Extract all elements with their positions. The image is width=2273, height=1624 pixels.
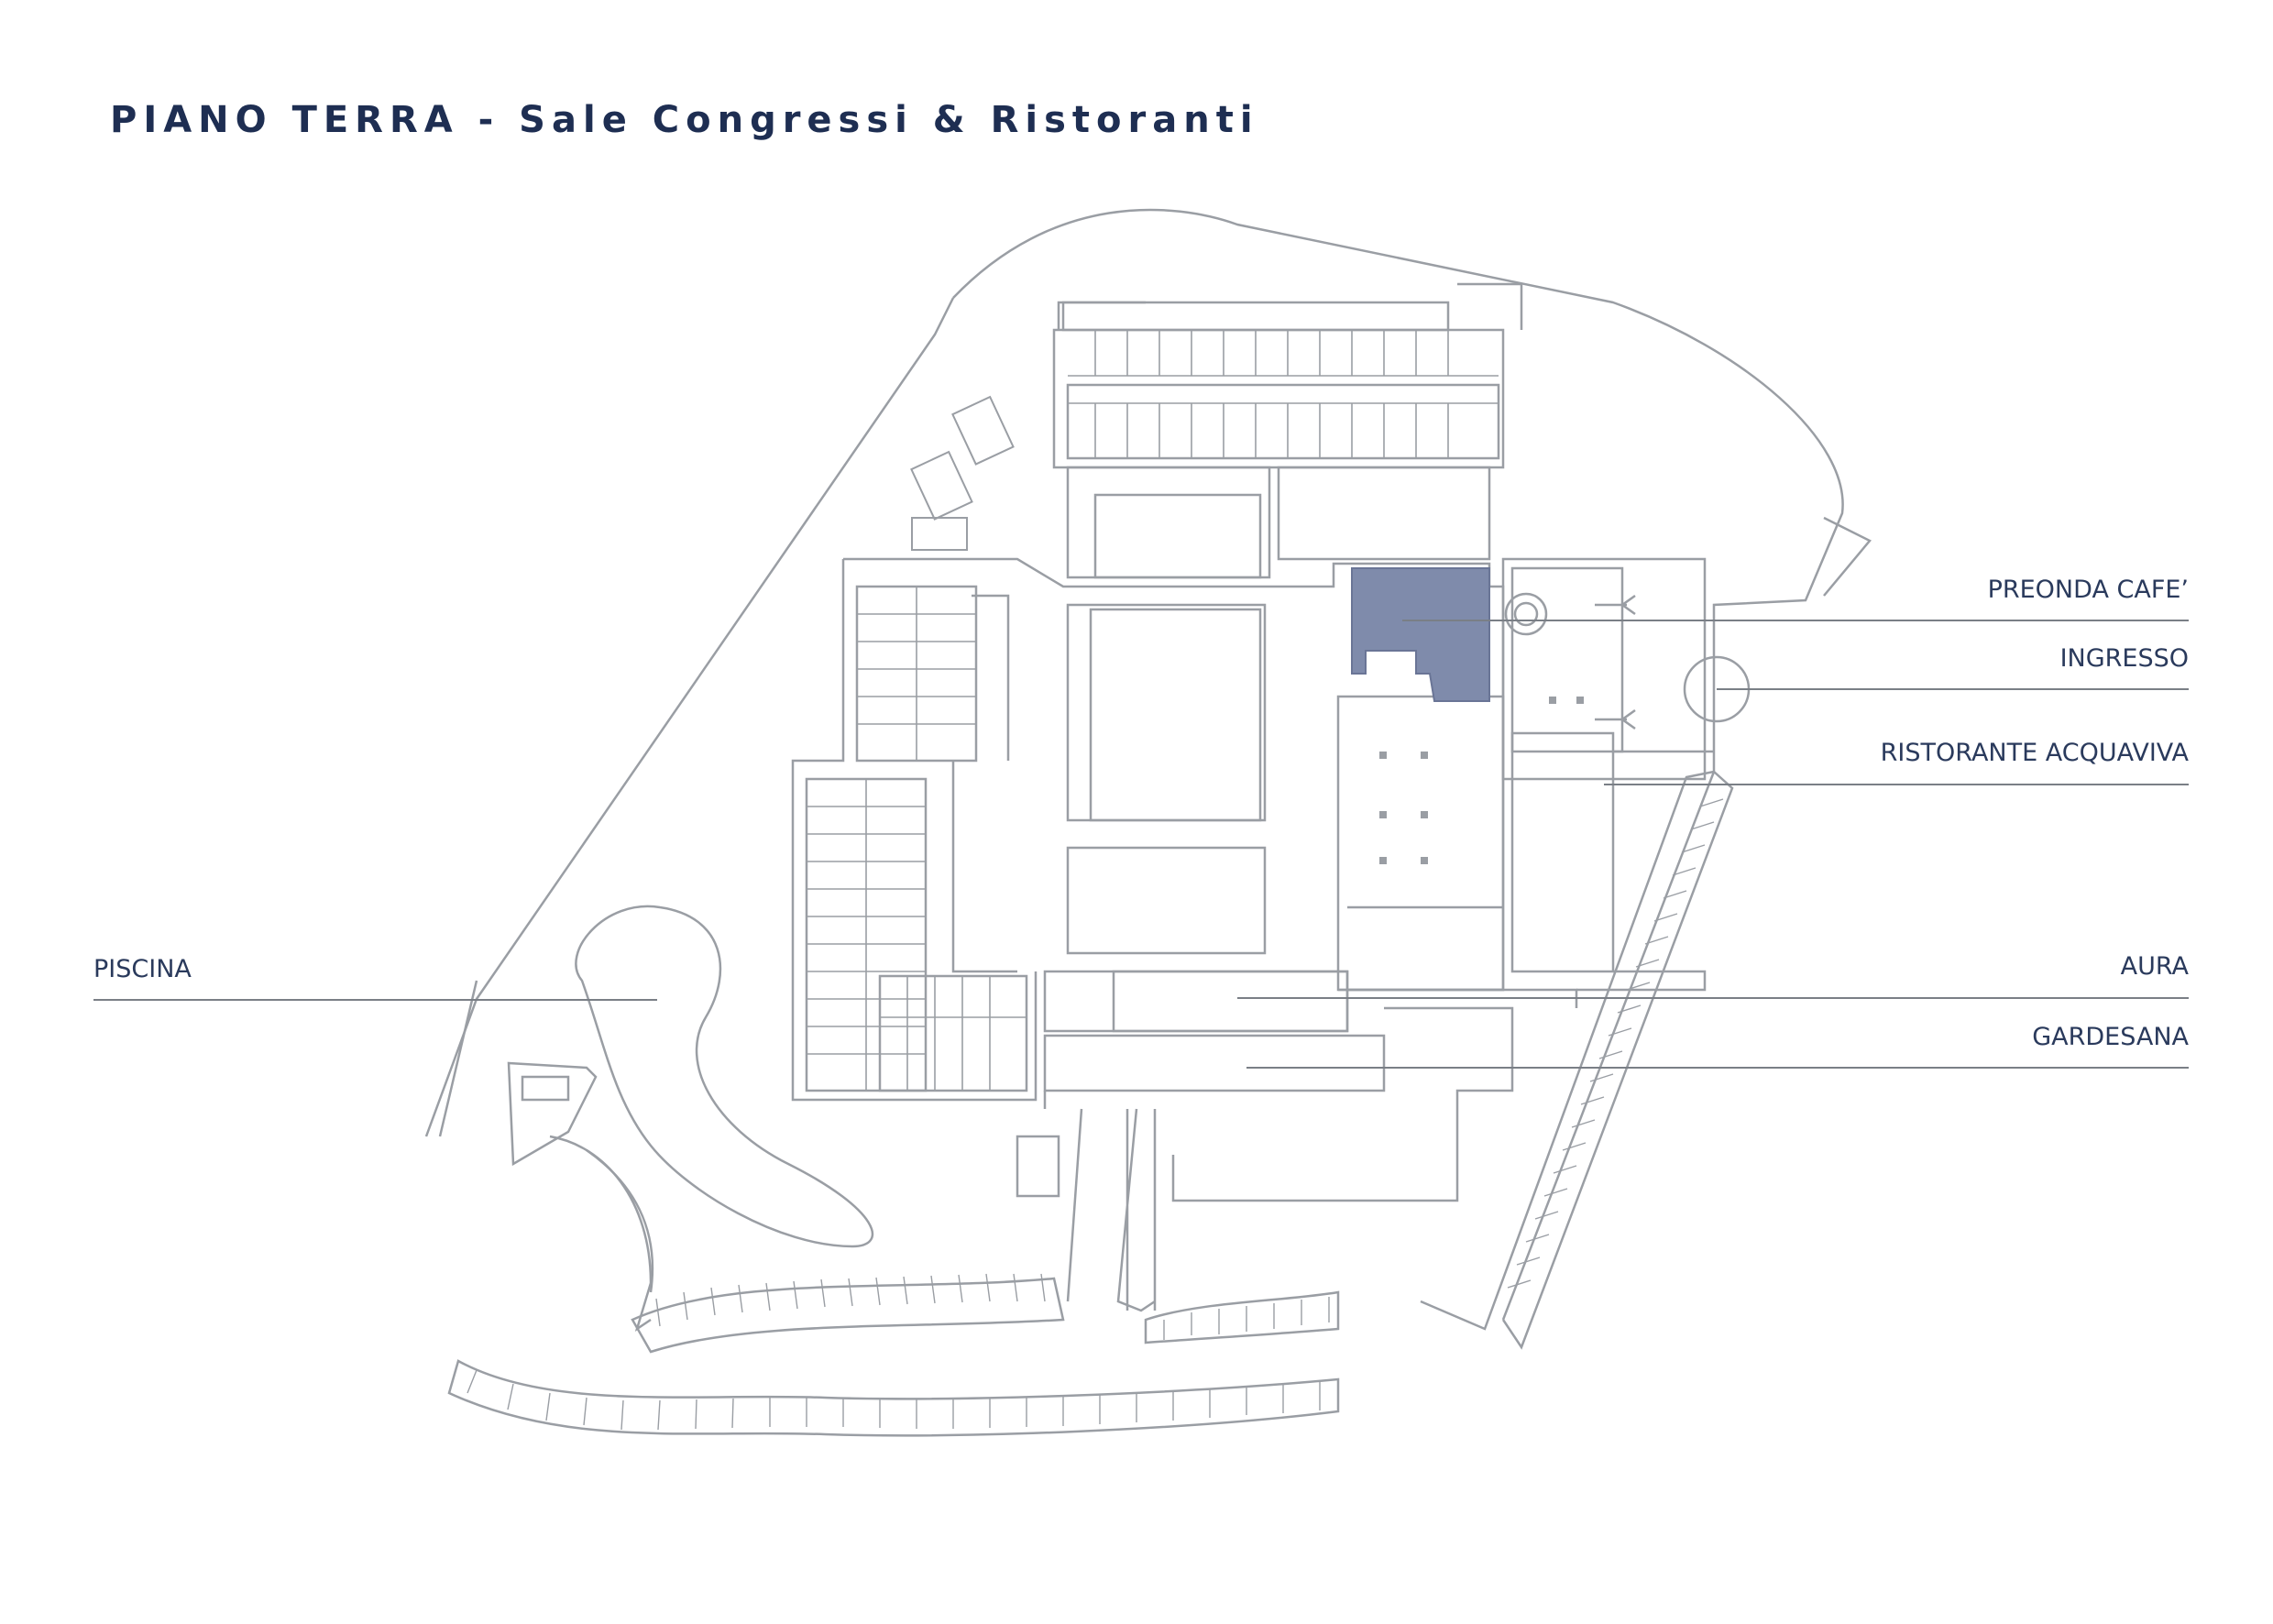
aura-room	[1043, 970, 1349, 1033]
leader-piscina	[93, 999, 657, 1001]
label-piscina: PISCINA	[93, 955, 192, 983]
leader-preonda	[1402, 620, 2189, 621]
pool	[575, 905, 874, 1248]
label-gardesana: GARDESANA	[2032, 1023, 2189, 1051]
leader-aura	[1237, 997, 2189, 999]
label-ristorante-acquaviva: RISTORANTE ACQUAVIVA	[1880, 739, 2189, 767]
north-wing	[1052, 328, 1505, 469]
label-preonda-cafe: PREONDA CAFE’	[1987, 576, 2189, 604]
courtyard-center	[1066, 603, 1267, 822]
page-title: PIANO TERRA - Sale Congressi & Ristorant…	[110, 99, 1259, 141]
leader-gardesana	[1246, 1067, 2189, 1069]
site-boundary	[952, 208, 1844, 1331]
label-aura: AURA	[2120, 952, 2189, 981]
preonda-cafe-highlight	[1351, 567, 1490, 702]
leader-ingresso	[1717, 688, 2189, 690]
courtyard-north	[1066, 466, 1271, 579]
label-ingresso: INGRESSO	[2059, 644, 2189, 673]
gardesana-room	[1043, 1034, 1386, 1092]
acquaviva-block	[1336, 695, 1505, 992]
leader-acquaviva	[1604, 784, 2189, 785]
